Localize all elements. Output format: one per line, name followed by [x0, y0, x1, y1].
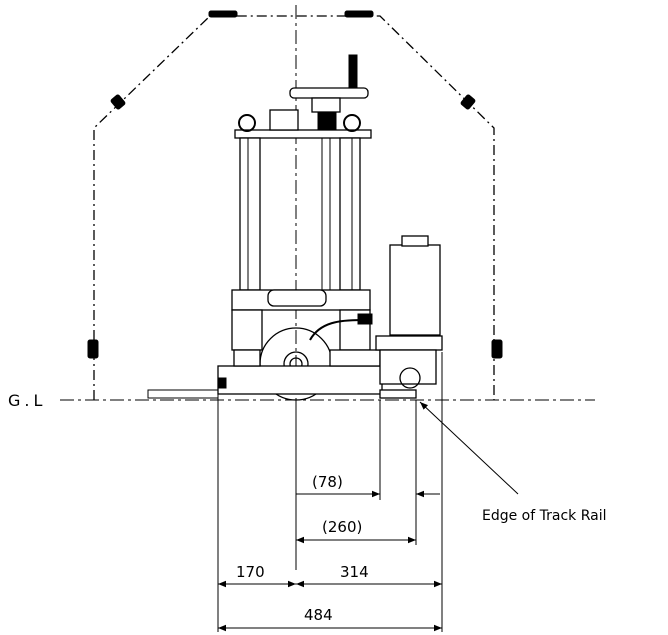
dimension-260-label: (260): [322, 518, 362, 536]
safety-cover-outline: [87, 10, 503, 400]
dimension-78: (78): [296, 473, 440, 498]
dimension-484: 484: [218, 606, 442, 632]
dimension-314-label: 314: [340, 563, 369, 581]
dimension-484-label: 484: [304, 606, 333, 624]
dimension-314: 314: [296, 563, 442, 588]
dimension-78-label: (78): [312, 473, 343, 491]
ground-level-label: G.L: [8, 391, 46, 410]
track-rail-leader: [419, 401, 519, 495]
machine-body: [147, 54, 443, 401]
track-rail-label: Edge of Track Rail: [482, 508, 607, 524]
dimension-260: (260): [296, 518, 416, 544]
dimension-170-label: 170: [236, 563, 265, 581]
dimension-170: 170: [218, 563, 296, 588]
